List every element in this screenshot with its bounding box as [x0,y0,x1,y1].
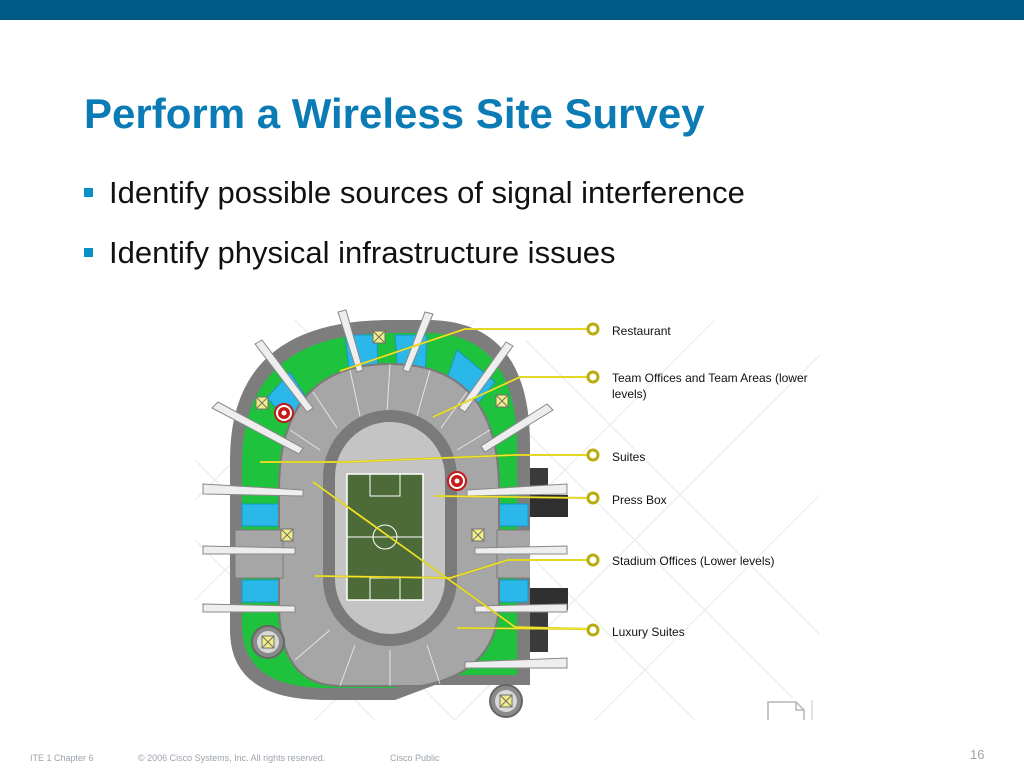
bullet-text: Identify physical infrastructure issues [109,235,616,270]
bullet-text: Identify possible sources of signal inte… [109,175,745,210]
header-bar [0,0,1024,20]
page-number: 16 [970,747,985,762]
light-towers [202,309,568,669]
callout-label-suites: Suites [612,450,646,464]
stadium-diagram [195,309,820,720]
slide-title: Perform a Wireless Site Survey [84,90,705,137]
footer-classification: Cisco Public [390,753,440,763]
square-bullet-icon [84,188,93,197]
callout-label-team-offices: Team Offices and Team Areas (lower level… [612,371,808,401]
footer-copyright: © 2006 Cisco Systems, Inc. All rights re… [138,753,326,763]
square-bullet-icon [84,248,93,257]
access-point-icons [251,330,523,718]
callout-label-luxury-suites: Luxury Suites [612,625,685,639]
callout-label-press-box: Press Box [612,493,667,507]
callout-terminal-icons [586,322,600,637]
callout-label-restaurant: Restaurant [612,324,671,338]
interference-source-icons [274,403,467,491]
callout-lines [260,328,589,630]
callout-label-stadium-offices: Stadium Offices (Lower levels) [612,554,775,568]
footer-course: ITE 1 Chapter 6 [30,753,94,763]
document-icon [766,698,818,720]
